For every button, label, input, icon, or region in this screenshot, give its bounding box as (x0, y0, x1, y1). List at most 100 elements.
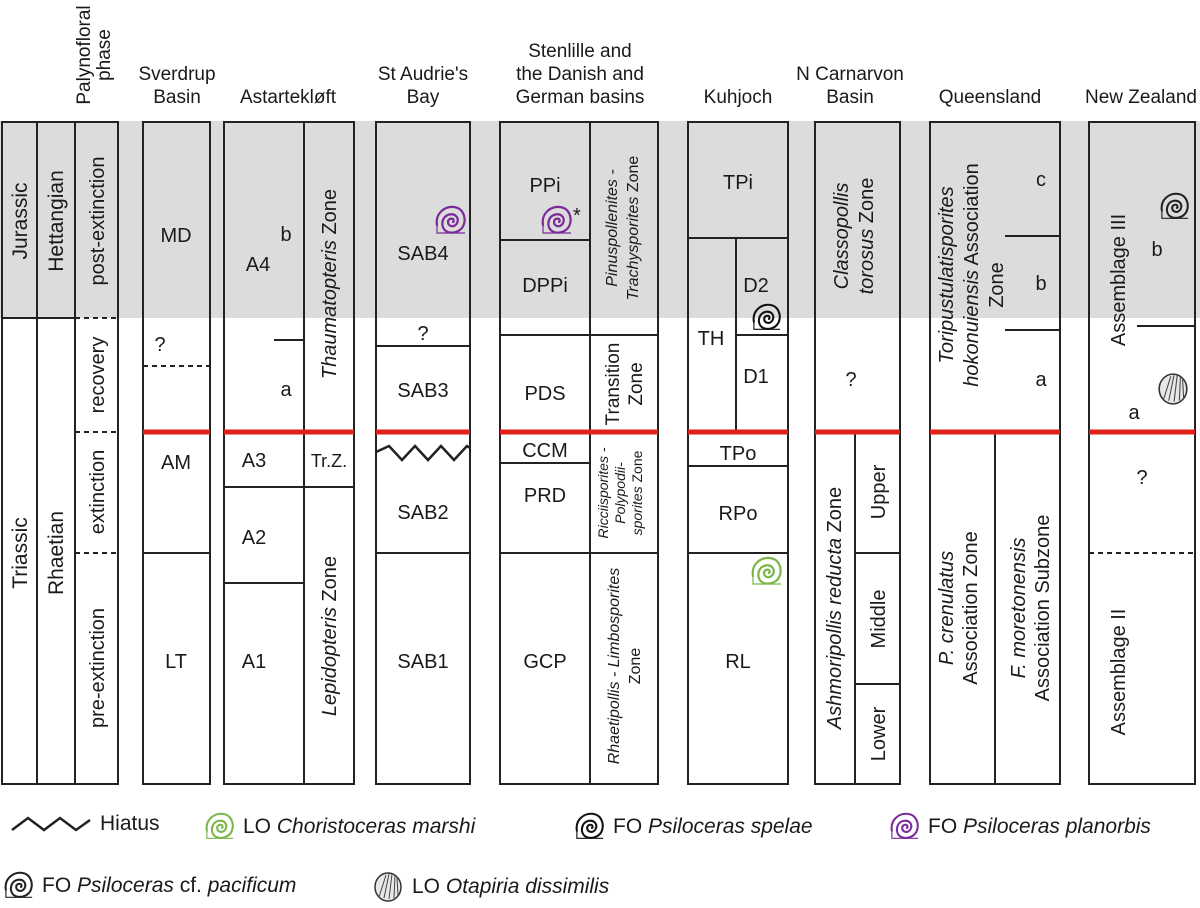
queensland-column (929, 121, 1061, 785)
kuhjoch-tpo: TPo (720, 443, 757, 465)
sverdrup-lt: LT (165, 651, 187, 673)
sverdrup-md: MD (160, 225, 191, 247)
newzealand-question: ? (1136, 467, 1147, 489)
pcrenulatus-line1: P. crenulatus (936, 551, 958, 665)
ashmoripollis-zone: Ashmoripollis reducta Zone (824, 487, 846, 730)
stenlille-ccm: CCM (522, 440, 568, 462)
queensland-b: b (1035, 273, 1046, 295)
ricciisporites-zone-line2: Polypodii- (612, 462, 628, 524)
stenlille-prd: PRD (524, 485, 566, 507)
toripustulatisporites-line3: Zone (986, 262, 1008, 308)
legend-hiatus: Hiatus (10, 812, 160, 836)
carnarvon-lower: Lower (868, 706, 890, 761)
carnarvon-upper: Upper (868, 464, 890, 519)
legend-choristoceras: LO Choristoceras marshi (205, 812, 475, 842)
header-stenlille-1: Stenlille and (528, 41, 632, 62)
header-palynofloral-phase-2: phase (94, 29, 115, 81)
age-columns (1, 121, 119, 785)
header-carnarvon-2: Basin (826, 87, 874, 108)
kuhjoch-d2: D2 (743, 275, 769, 297)
astartekloft-trz: Tr.Z. (311, 451, 347, 471)
otapiria-shell-icon (1158, 373, 1188, 405)
pacificum-ammonite-icon (4, 871, 34, 899)
stenlille-dppi: DPPi (522, 275, 568, 297)
staudries-sab2: SAB2 (397, 502, 448, 524)
phase-post-extinction: post-extinction (87, 157, 109, 286)
toripustulatisporites-line1: Toripustulatisporites (936, 186, 958, 363)
period-jurassic: Jurassic (9, 182, 32, 259)
staudries-sab1: SAB1 (397, 651, 448, 673)
legend-planorbis: FO Psiloceras planorbis (890, 812, 1151, 842)
astartekloft-thaumatopteris-zone: Thaumatopteris Zone (319, 189, 341, 379)
header-staudries-2: Bay (407, 87, 440, 108)
phase-recovery: recovery (87, 337, 109, 414)
toripustulatisporites-line2: hokonuiensis Association (961, 163, 983, 386)
assemblage-ii: Assemblage II (1108, 609, 1130, 736)
header-stenlille-2: the Danish and (516, 64, 644, 85)
bivalve-shell-icon (374, 872, 402, 902)
kuhjoch-rpo: RPo (719, 503, 758, 525)
header-newzealand: New Zealand (1085, 87, 1197, 108)
choristoceras-ammonite-icon (205, 812, 235, 840)
header-stenlille-3: German basins (516, 87, 645, 108)
kuhjoch-tpi: TPi (723, 172, 753, 194)
header-queensland: Queensland (939, 87, 1041, 108)
sverdrup-question: ? (154, 334, 165, 356)
queensland-a: a (1035, 369, 1047, 391)
staudries-question: ? (417, 323, 428, 345)
ricciisporites-zone-line3: sporites Zone (629, 450, 645, 535)
phase-extinction: extinction (87, 450, 109, 535)
planorbis-ammonite-icon (890, 812, 920, 840)
header-carnarvon-1: N Carnarvon (796, 64, 904, 85)
choristoceras-ammonite-icon (751, 556, 783, 586)
newzealand-column (1088, 121, 1196, 785)
newzealand-a: a (1128, 402, 1140, 424)
stenlille-pds: PDS (524, 383, 565, 405)
staudries-sab4: SAB4 (397, 243, 448, 265)
astartekloft-a1: A1 (242, 651, 266, 673)
header-palynofloral-phase-1: Palynofloral (74, 5, 95, 104)
astartekloft-lepidopteris-zone: Lepidopteris Zone (319, 556, 341, 716)
classopollis-line1: Classopollis (831, 183, 853, 290)
stenlille-column (499, 121, 659, 785)
classopollis-line2: torosus Zone (856, 178, 878, 295)
legend-otapiria: LO Otapiria dissimilis (372, 871, 609, 903)
rhaetipollis-zone-line2: Zone (627, 648, 644, 685)
astartekloft-a: a (280, 379, 292, 401)
header-sverdrup-2: Basin (153, 87, 201, 108)
phase-pre-extinction: pre-extinction (87, 608, 109, 728)
pinuspollenites-zone-line2: Trachysporites Zone (625, 156, 642, 301)
staudries-column (375, 121, 471, 785)
kuhjoch-th: TH (698, 328, 725, 350)
header-sverdrup-1: Sverdrup (138, 64, 215, 85)
sverdrup-column (142, 121, 211, 785)
phase-dividers (75, 317, 118, 554)
hiatus-zigzag-icon (11, 816, 91, 832)
kuhjoch-column (687, 121, 789, 785)
header-kuhjoch: Kuhjoch (704, 87, 773, 108)
carnarvon-question: ? (845, 369, 856, 391)
transition-zone-line1: Transition (603, 343, 624, 426)
kuhjoch-d1: D1 (743, 366, 769, 388)
header-staudries-1: St Audrie's (378, 64, 468, 85)
astartekloft-a2: A2 (242, 527, 266, 549)
astartekloft-column (223, 121, 355, 785)
jurassic-band (0, 121, 1200, 318)
period-triassic: Triassic (9, 517, 32, 589)
hiatus-zigzag (375, 444, 471, 462)
newzealand-b: b (1151, 239, 1162, 261)
header-astartekloft: Astartekløft (240, 87, 337, 108)
carnarvon-column (814, 121, 901, 785)
stenlille-ppi: PPi (529, 175, 560, 197)
assemblage-iii: Assemblage III (1108, 214, 1130, 346)
pcrenulatus-line2: Association Zone (960, 531, 982, 684)
stenlille-gcp: GCP (523, 651, 566, 673)
legend-pacificum: FO Psiloceras cf. pacificum (4, 871, 296, 901)
fmoretonensis-line2: Association Subzone (1032, 515, 1054, 702)
transition-zone-line2: Zone (626, 362, 647, 405)
queensland-c: c (1036, 169, 1046, 191)
spelae-ammonite-icon (575, 812, 605, 840)
astartekloft-a3: A3 (242, 450, 266, 472)
stage-hettangian: Hettangian (45, 170, 68, 272)
